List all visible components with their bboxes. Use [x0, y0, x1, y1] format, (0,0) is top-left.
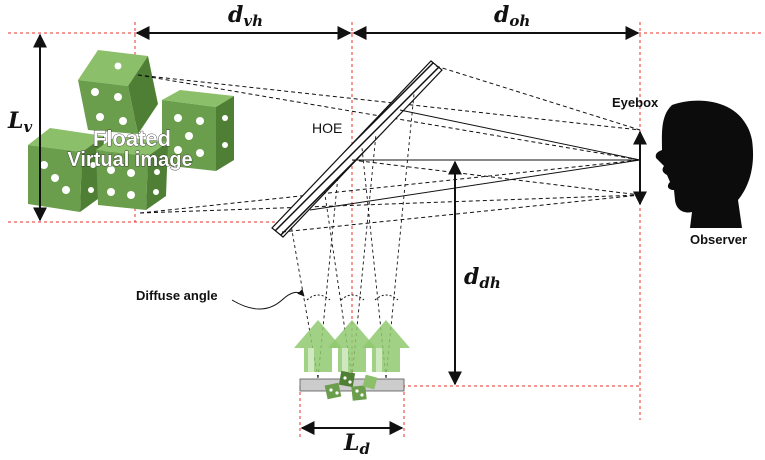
diffuse-angle-label: Diffuse angle — [136, 288, 218, 303]
eyebox-label: Eyebox — [612, 95, 659, 110]
hoe-to-eyebox-rays — [281, 65, 641, 233]
hoe-plate — [271, 60, 443, 238]
observer-head-icon — [655, 100, 754, 228]
emission-arrow-center — [328, 320, 376, 372]
dimension-arrows — [33, 26, 647, 435]
display-emission-arrows — [294, 320, 410, 372]
display-panel — [299, 370, 405, 401]
die-right — [162, 90, 234, 171]
diffuse-angle-pointer — [231, 288, 305, 310]
hoe-label: HOE — [312, 120, 342, 136]
lv-label: Lv — [7, 108, 32, 136]
emission-arrow-left — [294, 320, 342, 372]
observer-label: Observer — [690, 232, 747, 247]
floated-label-line2: Virtual image — [67, 149, 192, 171]
ld-label: Ld — [343, 430, 370, 458]
die-center — [96, 136, 168, 210]
floated-dice-image: Floated Virtual image — [28, 50, 234, 212]
ddh-label: ddh — [464, 264, 501, 292]
doh-label: doh — [494, 2, 530, 30]
dvh-label: dvh — [228, 2, 263, 30]
floated-label-line1: Floated — [93, 126, 171, 151]
die-back — [78, 50, 158, 134]
display-dice-image — [324, 370, 378, 401]
diffuse-angle-arcs — [306, 294, 399, 301]
emission-arrow-right — [362, 320, 410, 372]
